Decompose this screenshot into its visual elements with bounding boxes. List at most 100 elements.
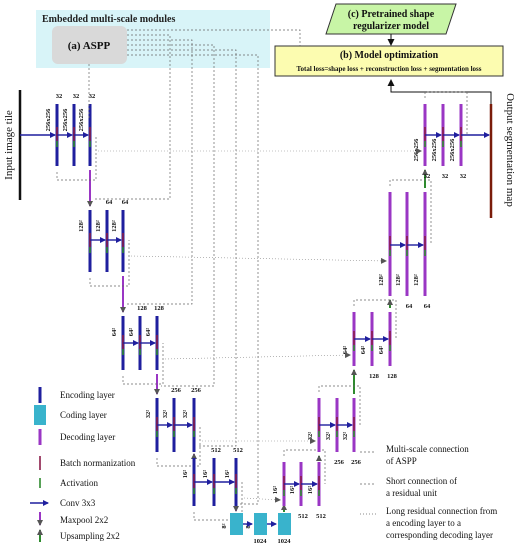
aspp-multiscale-connection — [127, 39, 193, 305]
pretrained-model-box — [325, 3, 457, 35]
coding-layer-1 — [230, 513, 243, 535]
decoder-size-label: 256x256 — [431, 138, 438, 162]
decoder-size-label: 256x256 — [413, 138, 420, 162]
decoder-channels-label: 32 — [442, 173, 449, 180]
encoder-channels-label: 32 — [89, 93, 96, 100]
encoder-size-label: 16² — [224, 470, 231, 479]
encoder-channels-label: 256 — [171, 387, 182, 394]
encoder-size-label: 256x256 — [45, 108, 52, 132]
short-residual-connection — [89, 240, 130, 287]
encoder-channels-label: 64 — [122, 199, 129, 206]
legend-label-coding-layer: Coding layer — [60, 410, 107, 420]
aspp-multiscale-connection — [127, 29, 301, 46]
encoder-channels-label: 32 — [73, 93, 80, 100]
legend-multiscale-connection-label: of ASPP — [386, 456, 417, 466]
legend-coding-swatch — [34, 405, 46, 425]
decoder-channels-label: 64 — [406, 303, 413, 310]
decoder-channels-label: 32 — [424, 173, 431, 180]
legend-short-connection-label: a residual unit — [386, 488, 437, 498]
coding-layer-2 — [254, 513, 267, 535]
optimization-box — [274, 45, 504, 77]
legend-label-maxpool: Maxpool 2x2 — [60, 515, 108, 525]
encoder-channels-label: 256 — [191, 387, 202, 394]
short-residual-connection — [193, 482, 243, 521]
coding-channels-label: 1024 — [254, 538, 268, 545]
aspp-multiscale-connection — [127, 44, 215, 387]
encoder-channels-label: 32 — [56, 93, 63, 100]
decoder-size-label: 256x256 — [449, 138, 456, 162]
encoder-size-label: 128² — [111, 220, 118, 232]
short-residual-connection — [56, 135, 97, 181]
encoder-size-label: 32² — [182, 410, 189, 419]
input-label: Input image tile — [3, 110, 15, 180]
aspp-multiscale-connection — [127, 54, 259, 505]
encoder-size-label: 64² — [111, 328, 118, 337]
long-residual-connection — [164, 352, 351, 360]
legend-label-decoding-layer: Decoding layer — [60, 432, 115, 442]
short-residual-connection — [424, 91, 468, 135]
encoder-channels-label: 128 — [137, 305, 148, 312]
decoder-channels-label: 128 — [387, 373, 398, 380]
decoder-size-label: 64² — [342, 346, 349, 355]
decoder-size-label: 128² — [395, 274, 402, 286]
coding-layer-3 — [278, 513, 291, 535]
legend-label-batch-norm: Batch normanization — [60, 458, 136, 468]
encoder-channels-label: 128 — [154, 305, 165, 312]
decoder-size-label: 32² — [342, 432, 349, 441]
aspp-multiscale-connection — [127, 49, 237, 447]
legend-long-connection-label: a encoding layer to a — [386, 518, 461, 528]
embedded-modules-label: Embedded multi-scale modules — [42, 14, 175, 25]
decoder-channels-label: 128 — [369, 373, 380, 380]
coding-size-label: 8² — [221, 523, 228, 528]
legend-multiscale-connection-label: Multi-scale connection — [386, 444, 469, 454]
encoder-channels-label: 512 — [233, 447, 243, 454]
legend-right: Multi-scale connection of ASPP Short conne… — [360, 444, 497, 540]
short-residual-connection — [283, 449, 326, 484]
legend-long-connection-label: corresponding decoding layer — [386, 530, 493, 540]
aspp-box — [52, 26, 127, 64]
short-residual-connection — [122, 343, 164, 385]
aspp-label: (a) ASPP — [68, 40, 111, 52]
encoder-channels-label: 512 — [211, 447, 221, 454]
decoder-size-label: 128² — [413, 274, 420, 286]
encoder-size-label: 256x256 — [78, 108, 85, 132]
encoder-size-label: 32² — [162, 410, 169, 419]
decoder-size-label: 32² — [325, 432, 332, 441]
decoder-channels-label: 256 — [334, 459, 345, 466]
encoder-size-label: 64² — [128, 328, 135, 337]
decoder-channels-label: 32 — [460, 173, 467, 180]
encoder-size-label: 128² — [78, 220, 85, 232]
legend-label-activation: Activation — [60, 478, 98, 488]
encoder-size-label: 64² — [145, 328, 152, 337]
decoder-size-label: 128² — [378, 274, 385, 286]
encoder-size-label: 16² — [182, 470, 189, 479]
legend-short-connection-label: Short connection of — [386, 476, 457, 486]
output-label: Output segmentation map — [504, 93, 516, 207]
pretrained-label-2: regularizer model — [353, 21, 429, 32]
decoder-channels-label: 512 — [298, 513, 308, 520]
decoder-size-label: 16² — [289, 486, 296, 495]
encoder-size-label: 128² — [95, 220, 102, 232]
decoder-size-label: 64² — [360, 346, 367, 355]
aspp-multiscale-connection — [94, 34, 171, 200]
legend-label-conv: Conv 3x3 — [60, 498, 96, 508]
legend-long-connection-label: Long residual connection from — [386, 506, 497, 516]
optimization-loss: Total loss=shape loss + reconstruction l… — [296, 65, 481, 73]
network-layers: 32 32 32 256x256 256x256 256x256 64 64 128² 128² 1… — [20, 29, 490, 545]
legend-label-upsampling: Upsampling 2x2 — [60, 531, 120, 541]
optimization-title: (b) Model optimization — [340, 50, 439, 61]
decoder-size-label: 64² — [378, 346, 385, 355]
encoder-size-label: 32² — [145, 410, 152, 419]
long-residual-connection — [243, 496, 281, 503]
short-residual-connection — [156, 425, 201, 467]
decoder-size-label: 16² — [272, 486, 279, 495]
decoder-channels-label: 256 — [351, 459, 362, 466]
legend-label-encoding-layer: Encoding layer — [60, 390, 115, 400]
pretrained-label-1: (c) Pretrained shape — [348, 9, 435, 20]
decoder-size-label: 16² — [307, 486, 314, 495]
decoder-channels-label: 512 — [316, 513, 326, 520]
encoder-size-label: 16² — [202, 470, 209, 479]
long-residual-connection — [130, 255, 387, 264]
